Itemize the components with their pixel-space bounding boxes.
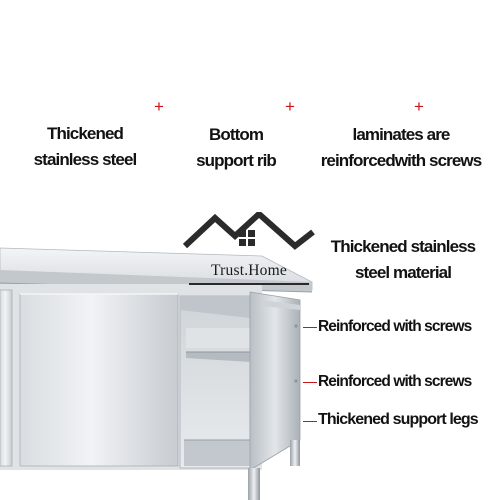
feature-bottom-support-rib: Bottom support rib	[170, 122, 302, 174]
plus-marker-1: +	[154, 97, 164, 116]
plus-marker-2: +	[285, 97, 295, 116]
logo-underline	[189, 283, 309, 285]
callout-thickened-support-legs: Thickened support legs	[318, 411, 479, 428]
feature-line: Thickened	[47, 124, 124, 143]
callout-line-marker	[303, 421, 317, 423]
house-roof-logo-icon	[183, 212, 315, 250]
feature-line: Bottom	[208, 125, 264, 144]
callout-reinforced-screws-upper: Reinforced with screws	[318, 318, 472, 335]
trust-home-logo: Trust.Home	[183, 212, 315, 294]
feature-laminates-reinforced: laminates are reinforcedwith screws	[306, 122, 496, 174]
feature-thickened-stainless-steel: Thickened stainless steel	[20, 121, 150, 173]
feature-line: reinforcedwith screws	[320, 151, 483, 170]
feature-line: stainless steel	[33, 150, 138, 169]
plus-marker-3: +	[414, 97, 424, 116]
callout-reinforced-screws-lower: Reinforced with screws	[318, 373, 472, 390]
feature-line: laminates are	[352, 125, 451, 144]
callout-line-marker	[303, 382, 317, 384]
logo-text: Trust.Home	[211, 262, 287, 279]
callout-line: steel material	[354, 263, 452, 282]
feature-line: support rib	[196, 151, 277, 170]
callout-thickened-stainless-material: Thickened stainless steel material	[318, 234, 488, 286]
callout-line-marker	[303, 327, 317, 329]
callout-line: Thickened stainless	[330, 237, 476, 256]
